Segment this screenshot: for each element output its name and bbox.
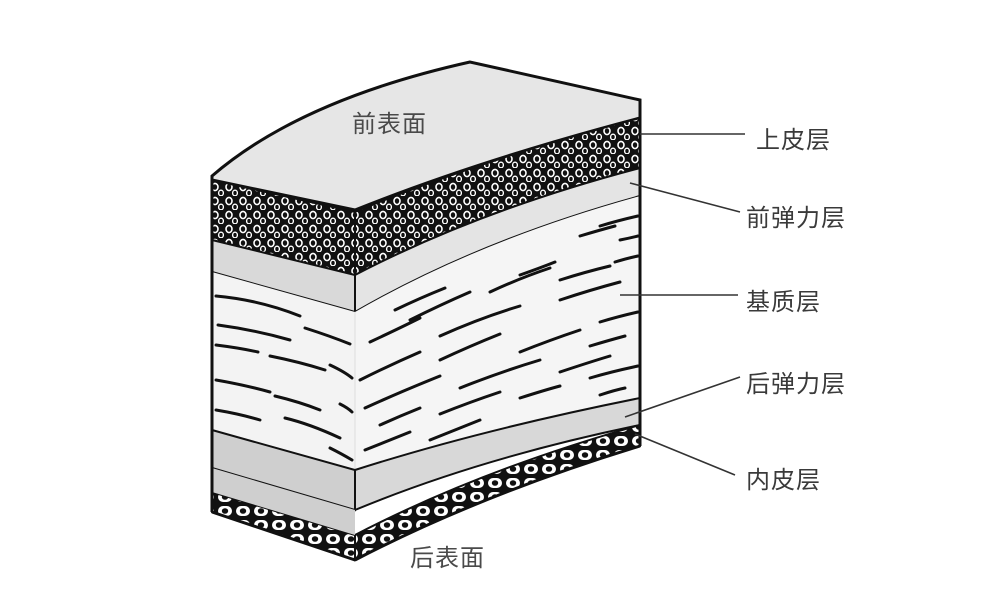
label-epithelium: 上皮层	[756, 126, 831, 154]
label-descemet-membrane: 后弹力层	[746, 370, 846, 398]
label-stroma: 基质层	[746, 288, 821, 316]
leader-endothelium	[634, 433, 736, 476]
stroma-right	[355, 196, 640, 470]
label-bowman-layer: 前弹力层	[746, 204, 846, 232]
posterior-surface-label: 后表面	[410, 544, 485, 572]
stroma-left	[212, 272, 355, 470]
anterior-surface-label: 前表面	[352, 110, 427, 138]
leader-bowman	[629, 182, 741, 213]
label-endothelium: 内皮层	[746, 466, 821, 494]
leader-descemet	[624, 376, 741, 418]
